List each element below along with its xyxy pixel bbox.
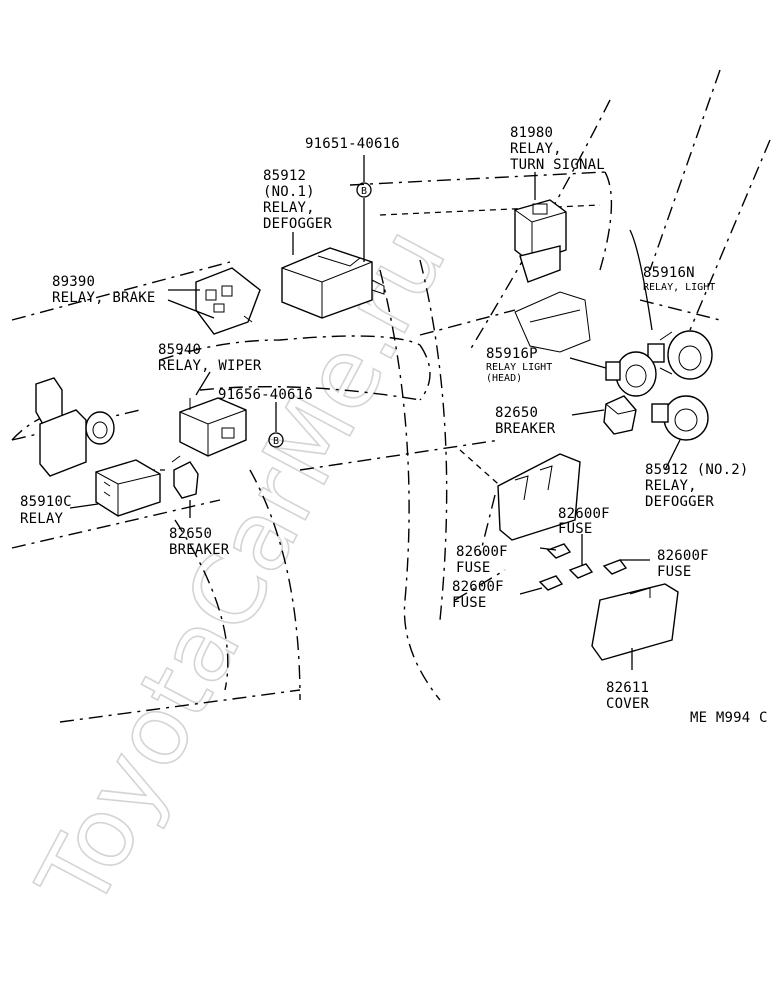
callout-line: BREAKER: [495, 421, 556, 437]
callout-line: 82600F: [558, 506, 610, 522]
callout-line: 85940: [158, 342, 201, 358]
leader-lines: [69, 155, 681, 670]
callout-line: RELAY: [20, 511, 64, 527]
callout-subline: (HEAD): [486, 373, 522, 384]
fuse-cover-part: [591, 583, 679, 661]
callout-85916p: 85916P RELAY LIGHT (HEAD): [486, 346, 552, 384]
fuse-block-bracket-part: [497, 453, 581, 541]
callout-line: FUSE: [657, 564, 692, 580]
head-light-relay-85916p-part: [605, 351, 657, 397]
callout-line: DEFOGGER: [645, 494, 714, 510]
bolt-marker-letter: B: [273, 436, 279, 447]
callout-85912-no1: 85912 (NO.1) RELAY, DEFOGGER: [263, 168, 332, 232]
callout-subline: RELAY, LIGHT: [643, 282, 715, 293]
callout-line: 85916P: [486, 346, 538, 362]
callout-line: RELAY,: [645, 478, 697, 494]
bolt-marker-letter: B: [361, 186, 367, 197]
relay-85910c-part: [95, 459, 161, 517]
callout-85916n: 85916N RELAY, LIGHT: [643, 265, 715, 293]
callout-82650-right: 82650 BREAKER: [495, 405, 556, 437]
callout-85940: 85940 RELAY, WIPER: [158, 342, 262, 374]
callout-line: 82650: [169, 526, 212, 542]
bolt-marker: B: [356, 182, 372, 198]
callout-91656: 91656-40616: [218, 387, 313, 403]
callout-line: RELAY,: [263, 200, 315, 216]
callout-line: 82600F: [452, 579, 504, 595]
callout-91651: 91651-40616: [305, 136, 400, 152]
callout-82600f-left: 82600F FUSE: [456, 544, 508, 576]
callout-line: 82611: [606, 680, 649, 696]
callout-line: 91656-40616: [218, 387, 313, 403]
callout-line: RELAY, BRAKE: [52, 290, 156, 306]
breaker-left-part: [171, 455, 199, 499]
callout-line: 82600F: [456, 544, 508, 560]
callout-line: 85916N: [643, 265, 695, 281]
callout-line: 82650: [495, 405, 538, 421]
callout-line: 81980: [510, 125, 553, 141]
callout-82600f-bottom: 82600F FUSE: [452, 579, 504, 611]
brake-relay-part: [195, 267, 261, 335]
callout-line: 85910C: [20, 494, 72, 510]
left-relay-bracket-part: [35, 377, 115, 477]
callout-line: TURN SIGNAL: [510, 157, 605, 173]
head-light-relay-bracket-part: [514, 291, 591, 353]
defogger-relay-no1-part: [281, 247, 385, 319]
callout-line: (NO.1): [263, 184, 315, 200]
callout-line: 85912: [263, 168, 306, 184]
callout-85912-no2: 85912 (NO.2) RELAY, DEFOGGER: [645, 462, 749, 510]
callout-line: DEFOGGER: [263, 216, 332, 232]
callout-line: 89390: [52, 274, 95, 290]
callout-85910c: 85910C RELAY: [20, 494, 72, 527]
callout-line: FUSE: [558, 521, 593, 537]
callout-line: RELAY, WIPER: [158, 358, 262, 374]
callout-89390: 89390 RELAY, BRAKE: [52, 274, 156, 306]
turn-signal-relay-part: [514, 199, 567, 283]
callout-line: COVER: [606, 696, 650, 712]
callout-82611: 82611 COVER: [606, 680, 650, 712]
callout-line: 85912 (NO.2): [645, 462, 749, 478]
callout-line: FUSE: [456, 560, 491, 576]
callout-line: FUSE: [452, 595, 487, 611]
light-relay-85916n-part: [647, 330, 713, 380]
diagram-code: ME M994 C: [690, 710, 768, 726]
callout-line: 91651-40616: [305, 136, 400, 152]
wiper-relay-part: [179, 397, 247, 457]
callout-82600f-top: 82600F FUSE: [558, 506, 610, 537]
callout-81980: 81980 RELAY, TURN SIGNAL: [510, 125, 605, 173]
callout-subline: RELAY LIGHT: [486, 362, 552, 373]
bolt-marker: B: [268, 432, 284, 448]
breaker-right-part: [603, 395, 637, 435]
callout-line: 82600F: [657, 548, 709, 564]
callout-line: BREAKER: [169, 542, 230, 558]
fuse-parts: [538, 543, 628, 591]
callout-82600f-right: 82600F FUSE: [657, 548, 709, 580]
callout-82650-left: 82650 BREAKER: [169, 526, 230, 558]
defogger-relay-no2-part: [651, 395, 709, 441]
callout-line: RELAY,: [510, 141, 562, 157]
